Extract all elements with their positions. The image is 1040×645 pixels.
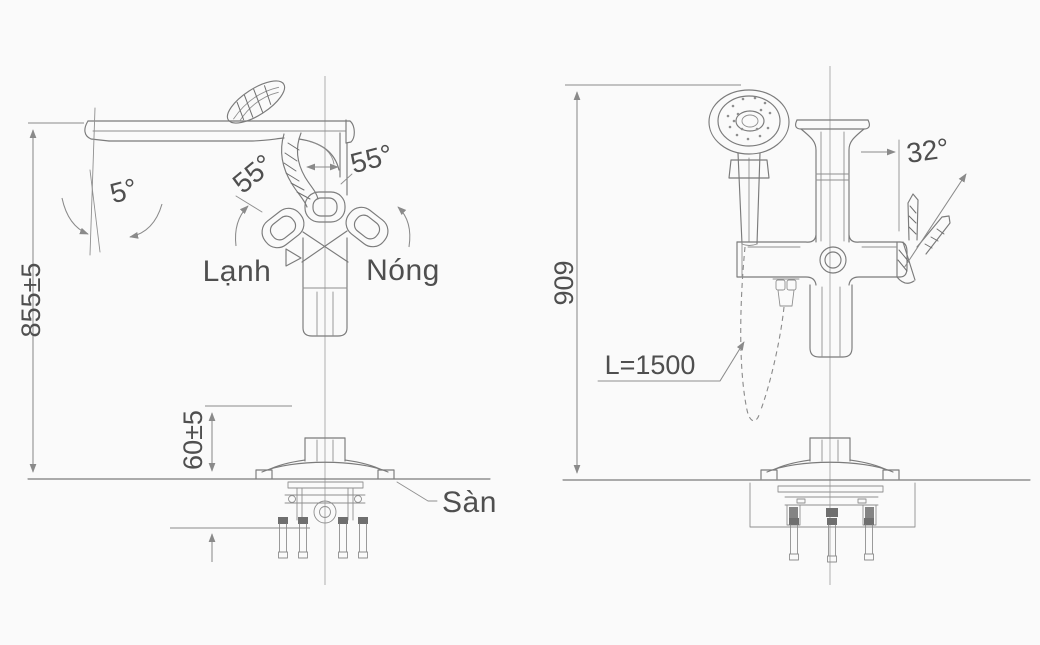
base-flange-left bbox=[255, 437, 395, 480]
dim-underfloor bbox=[170, 527, 310, 562]
hand-shower bbox=[708, 89, 790, 246]
dim-base-height: 60±5 bbox=[178, 405, 292, 472]
handle-knob-hot bbox=[345, 206, 389, 248]
shower-holder bbox=[728, 159, 770, 179]
hose-length-annotation: L=1500 bbox=[597, 341, 745, 382]
dim-height: 855±5 bbox=[16, 122, 84, 473]
anchor-bolts-right bbox=[789, 518, 874, 563]
spout-angle-label: 5° bbox=[107, 172, 141, 209]
hose-connector bbox=[772, 278, 800, 307]
base-height-dim-label: 60±5 bbox=[178, 410, 208, 470]
shower-hose-return bbox=[759, 306, 785, 413]
valve-body bbox=[285, 230, 349, 337]
handle-angle-left-label: 55° bbox=[227, 148, 279, 199]
shower-hose bbox=[740, 246, 761, 422]
base-flange-right bbox=[760, 437, 900, 480]
right-view: 909 bbox=[549, 66, 1031, 585]
spout-angle-annotation: 5° bbox=[61, 107, 163, 256]
handle-angle-annotations: 55° 55° bbox=[227, 138, 411, 248]
left-view: 855±5 bbox=[16, 76, 497, 585]
mixer-body bbox=[736, 234, 908, 286]
lever-angle-label: 32° bbox=[905, 132, 951, 169]
floor-mounting-left bbox=[278, 481, 368, 559]
neck bbox=[281, 132, 348, 208]
lever-angle-annotation: 32° bbox=[861, 132, 967, 269]
anchor-bolts-left bbox=[278, 517, 368, 559]
spout bbox=[84, 119, 355, 144]
handle-angle-right-label: 55° bbox=[347, 138, 396, 179]
right-height-dim-label: 909 bbox=[549, 260, 579, 305]
floor-label-group: Sàn bbox=[396, 481, 497, 519]
dim-height: 909 bbox=[549, 84, 741, 474]
spray-holes bbox=[726, 96, 772, 141]
floor-label: Sàn bbox=[442, 486, 497, 519]
hose-length-label: L=1500 bbox=[605, 350, 696, 380]
handle-knob-center bbox=[304, 191, 346, 223]
spout-lever bbox=[226, 80, 286, 124]
left-height-dim-label: 855±5 bbox=[16, 263, 46, 338]
handle-knob-cold bbox=[261, 207, 305, 249]
floor-mounting-right bbox=[749, 482, 916, 563]
hot-label: Nóng bbox=[366, 254, 440, 287]
lever-handle bbox=[896, 193, 951, 284]
shower-column bbox=[795, 119, 870, 243]
lower-column bbox=[809, 284, 853, 358]
cold-label: Lạnh bbox=[203, 255, 272, 288]
